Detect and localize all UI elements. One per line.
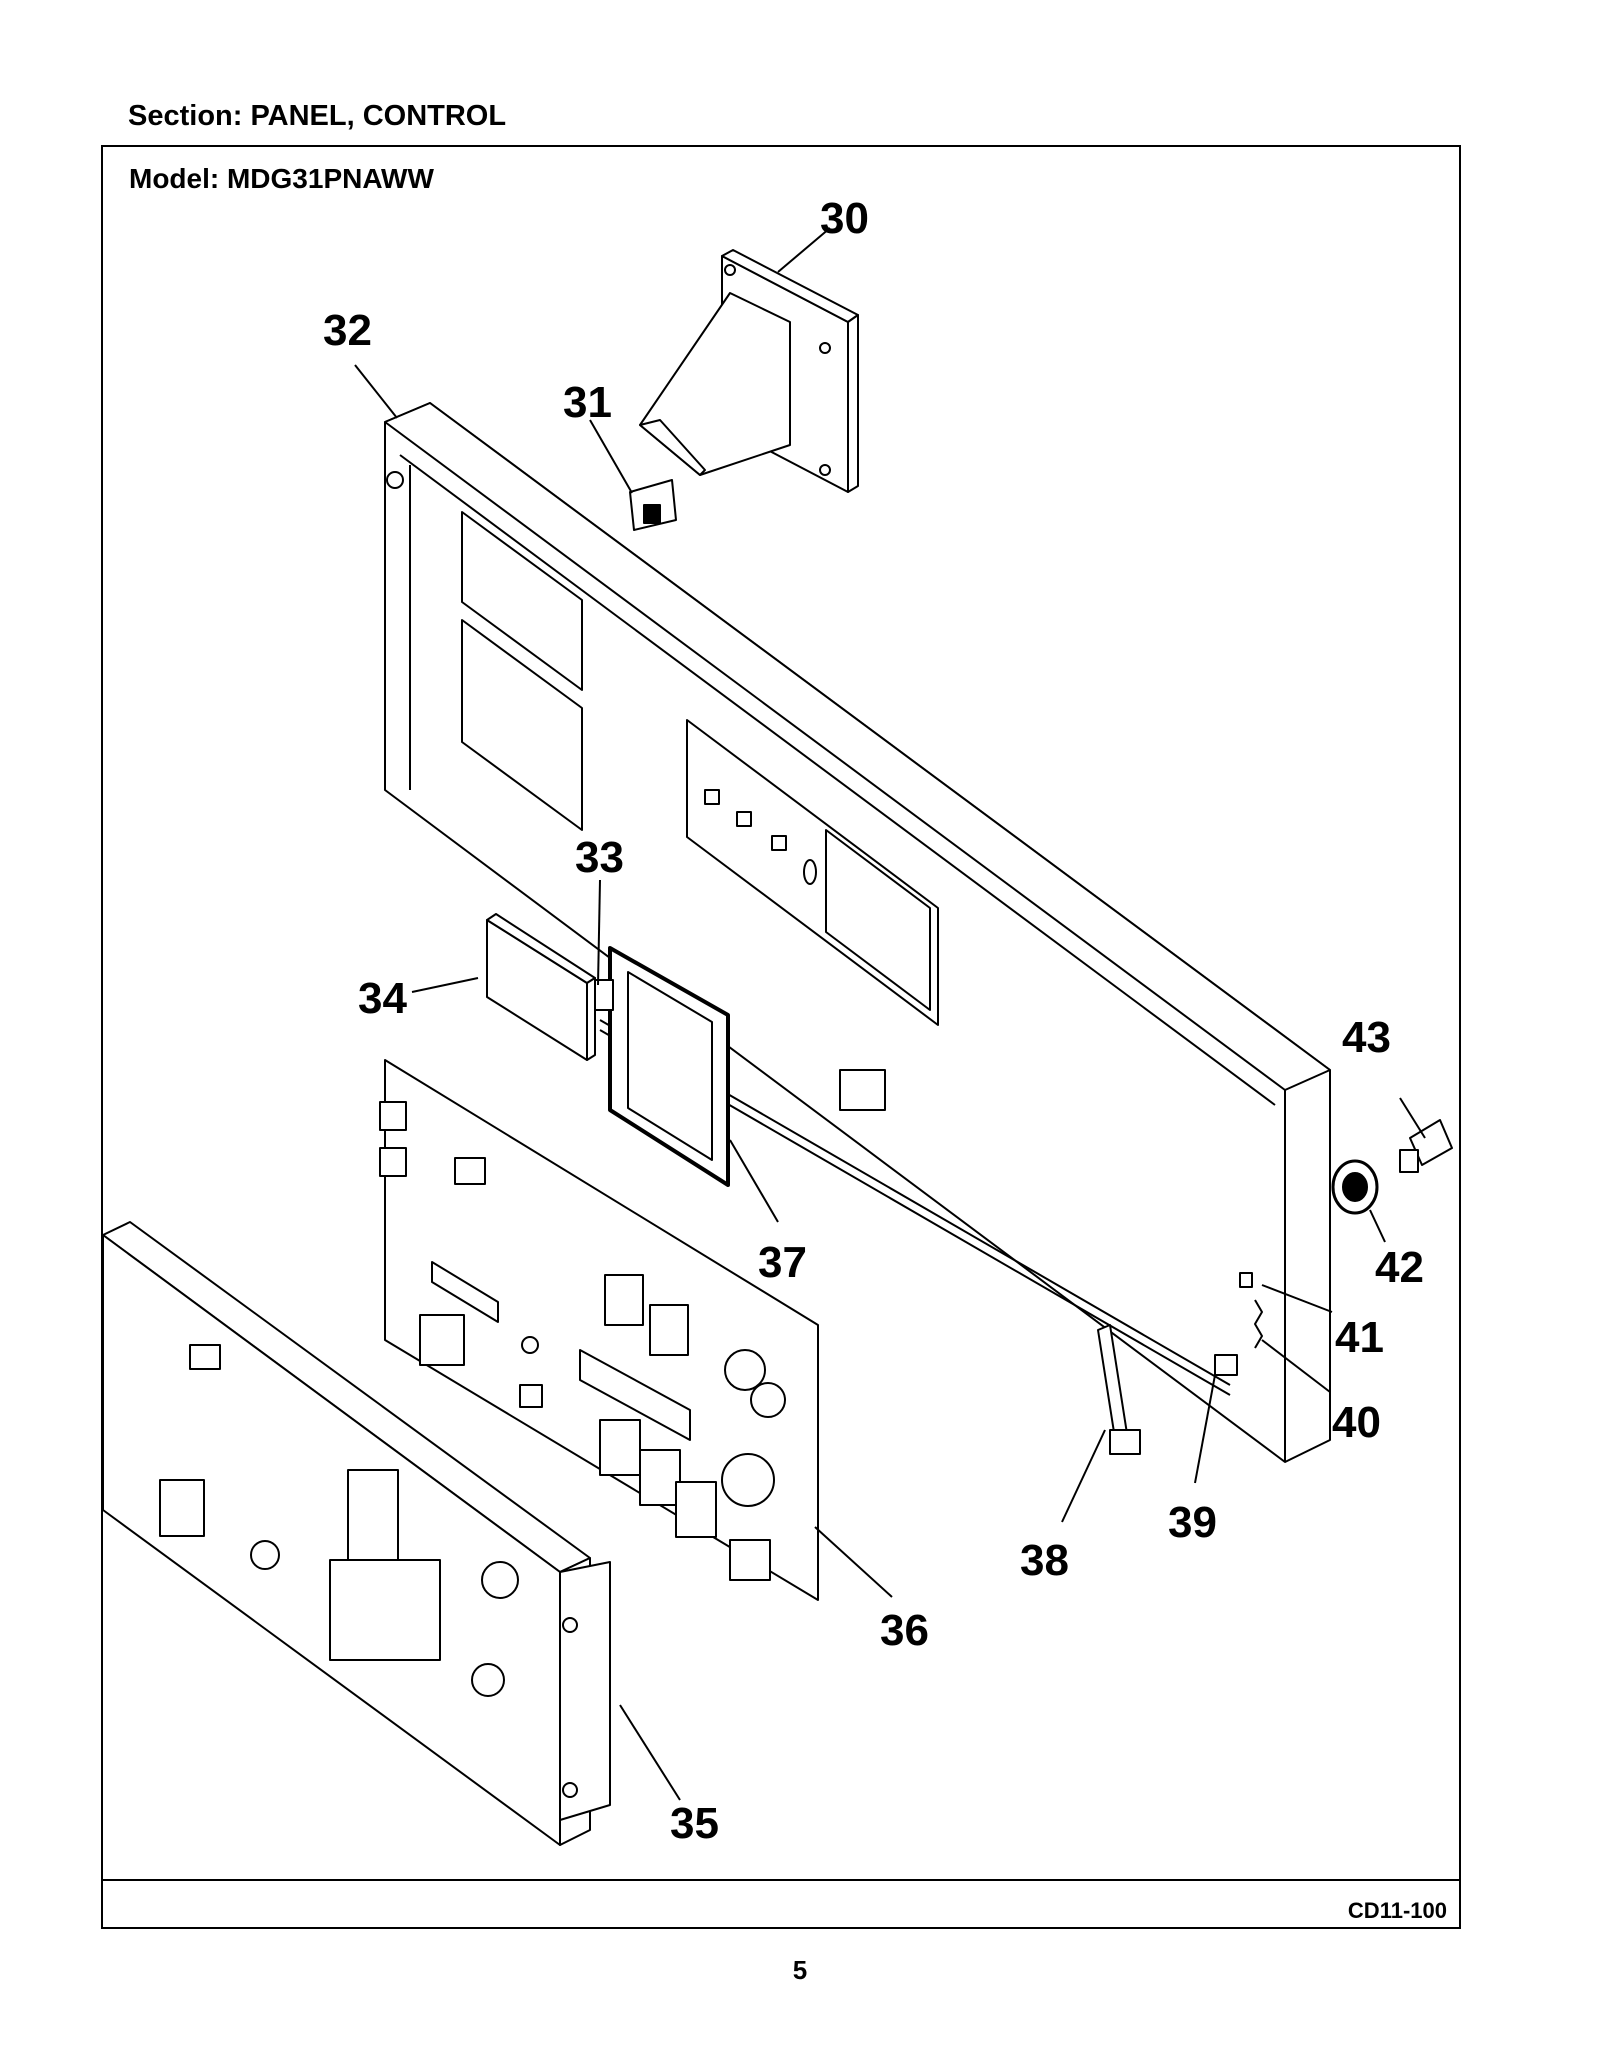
part-32-control-panel (384, 402, 1331, 1463)
page-number: 5 (792, 1955, 808, 1985)
drawing-code: CD11-100 (1347, 1898, 1447, 1923)
callout-labels: 30 31 32 33 34 35 36 37 38 39 40 41 42 4… (323, 194, 1424, 1848)
callout-33: 33 (575, 833, 624, 882)
diagram-frame: Model: MDG31PNAWW CD11-100 (101, 145, 1461, 1929)
footer-divider (103, 1879, 1459, 1881)
leader-lines (354, 227, 1426, 1801)
callout-41: 41 (1335, 1313, 1384, 1362)
model-label: Model: MDG31PNAWW (129, 163, 434, 194)
part-36-circuit-board (379, 1059, 819, 1601)
part-43-key (1399, 1119, 1453, 1173)
callout-37: 37 (758, 1238, 807, 1287)
callout-36: 36 (880, 1606, 929, 1655)
callout-40: 40 (1332, 1398, 1381, 1447)
callout-38: 38 (1020, 1536, 1069, 1585)
callout-30: 30 (820, 194, 869, 243)
part-39-latch (1214, 1354, 1238, 1376)
part-34-module (486, 913, 596, 1061)
callout-32: 32 (323, 306, 372, 355)
callout-35: 35 (670, 1799, 719, 1848)
callout-31: 31 (563, 378, 612, 427)
part-40-spring (1254, 1299, 1263, 1349)
callout-34: 34 (358, 974, 407, 1023)
section-title: Section: PANEL, CONTROL (128, 100, 507, 132)
part-42-housing (1331, 1159, 1379, 1215)
callout-39: 39 (1168, 1498, 1217, 1547)
part-30-bracket (639, 249, 859, 493)
part-37-display-lens (608, 946, 730, 1187)
part-41-screw (1239, 1272, 1253, 1288)
part-35-back-cover (102, 1221, 611, 1846)
callout-43: 43 (1342, 1013, 1391, 1062)
part-38-lever (1097, 1324, 1141, 1455)
part-31-clip (629, 479, 677, 531)
callout-42: 42 (1375, 1243, 1424, 1292)
